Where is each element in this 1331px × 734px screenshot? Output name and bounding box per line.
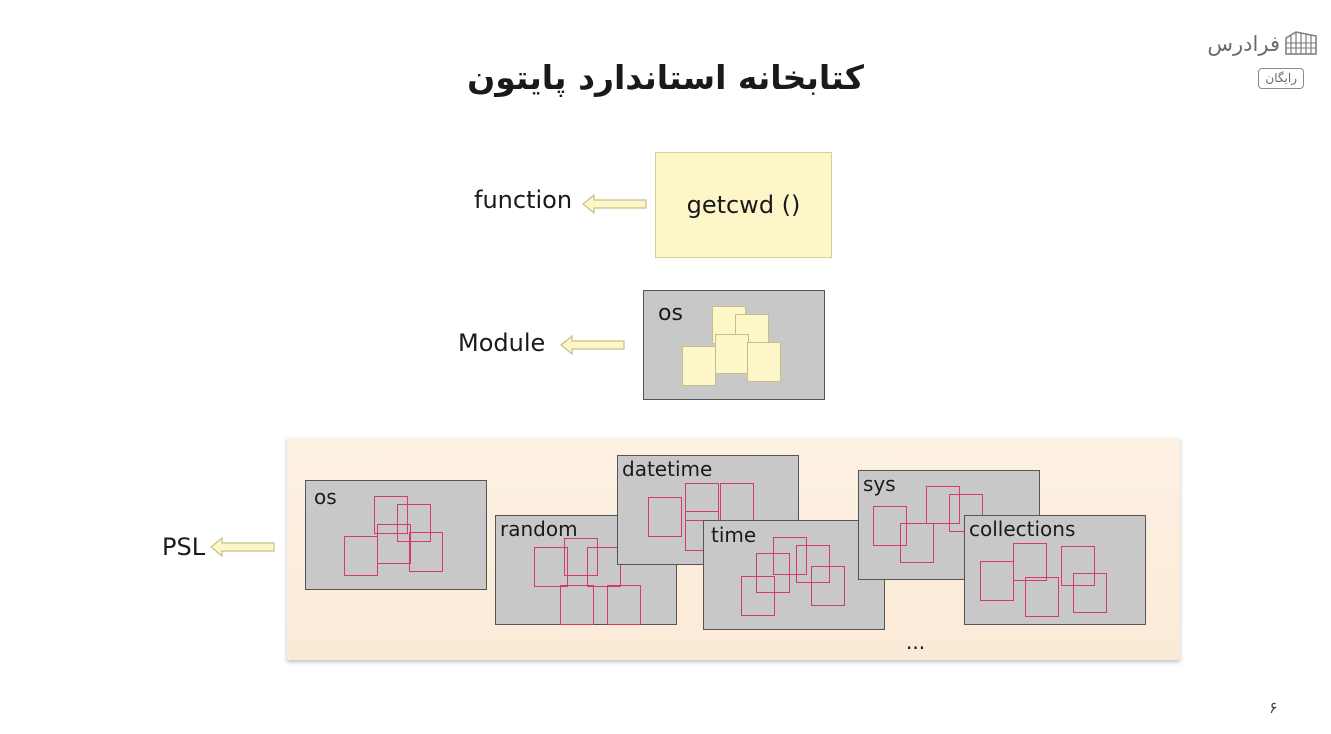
function-square	[926, 486, 960, 524]
logo-text: فرادرس	[1207, 32, 1280, 56]
function-square	[397, 504, 431, 542]
psl-module-os: os	[305, 480, 487, 590]
psl-module-collections: collections	[964, 515, 1146, 625]
function-square	[900, 523, 934, 563]
function-square	[377, 524, 411, 564]
function-square	[980, 561, 1014, 601]
function-square	[756, 553, 790, 593]
function-square	[587, 547, 621, 587]
psl-arrow-left-icon	[210, 536, 275, 558]
psl-panel: os random datetime time sys	[287, 438, 1180, 660]
faradars-logo: فرادرس رایگان	[1158, 26, 1318, 96]
function-square	[409, 532, 443, 572]
psl-module-label: random	[500, 517, 578, 541]
more-modules-ellipsis: ...	[906, 630, 926, 654]
function-square	[560, 585, 594, 625]
function-square	[564, 538, 598, 576]
function-square	[648, 497, 682, 537]
function-label: function	[474, 186, 573, 214]
psl-label: PSL	[162, 533, 206, 561]
psl-module-label: datetime	[622, 457, 713, 481]
function-paper	[682, 346, 716, 386]
function-square	[1025, 577, 1059, 617]
module-name: os	[658, 301, 683, 326]
function-square	[873, 506, 907, 546]
function-square	[374, 496, 408, 534]
function-square	[741, 576, 775, 616]
function-square	[685, 483, 719, 521]
function-square	[534, 547, 568, 587]
function-box: getcwd ()	[655, 152, 832, 258]
function-square	[796, 545, 830, 583]
function-square	[720, 483, 754, 521]
function-arrow-left-icon	[582, 193, 647, 215]
module-arrow-left-icon	[560, 334, 625, 356]
function-square	[607, 585, 641, 625]
psl-module-label: os	[314, 485, 337, 509]
psl-module-label: time	[711, 523, 757, 547]
logo-badge: رایگان	[1258, 68, 1304, 89]
function-square	[1013, 543, 1047, 581]
psl-module-time: time	[703, 520, 885, 630]
slide-title: کتابخانه استاندارد پایتون	[467, 58, 864, 97]
function-square	[811, 566, 845, 606]
function-name: getcwd ()	[686, 191, 801, 219]
psl-module-label: sys	[863, 472, 896, 496]
function-square	[1061, 546, 1095, 586]
page-number: ۶	[1269, 698, 1278, 717]
function-square	[773, 537, 807, 575]
function-paper	[715, 334, 749, 374]
module-label: Module	[458, 329, 546, 357]
function-square	[344, 536, 378, 576]
building-logo-icon	[1285, 31, 1317, 55]
function-paper	[747, 342, 781, 382]
module-box: os	[643, 290, 825, 400]
psl-module-label: collections	[969, 517, 1076, 541]
function-square	[1073, 573, 1107, 613]
